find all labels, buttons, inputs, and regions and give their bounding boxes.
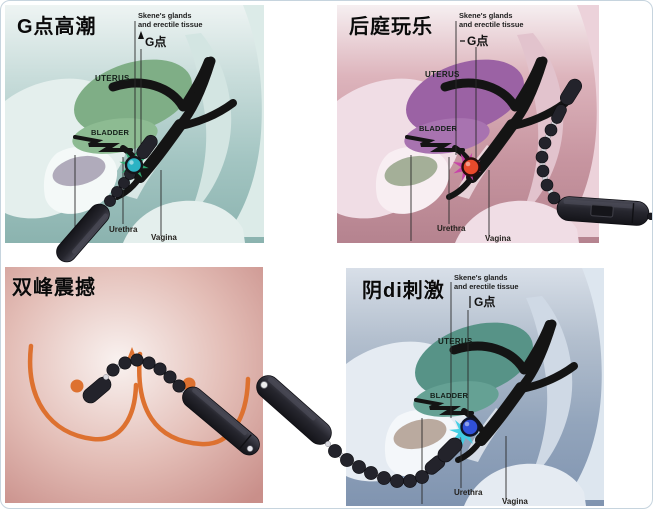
uterus-shape (406, 59, 524, 135)
quadrant-title-clitoral: 阴di刺激 (362, 280, 445, 302)
pelvic-diagram-gspot: Skene's glands and erectile tissue G点 UT… (5, 5, 264, 243)
breast-diagram (5, 267, 263, 503)
back-curve (565, 268, 604, 500)
label-uterus: UTERUS (425, 70, 460, 79)
label-bladder: BLADDER (419, 124, 457, 133)
quadrant-clitoral: Skene's glands and erectile tissue G点 UT… (346, 268, 604, 506)
label-bladder: BLADDER (91, 128, 129, 137)
label-skene-1: Skene's glands (454, 273, 508, 282)
bridge-handle (256, 375, 332, 445)
label-skene-2: and erectile tissue (138, 20, 203, 29)
label-urethra: Urethra (437, 224, 466, 233)
quadrant-title-breast: 双峰震撼 (12, 277, 96, 299)
label-gspot: G点 (145, 34, 166, 49)
arrow-up-icon (138, 31, 144, 39)
label-skene-1: Skene's glands (459, 11, 513, 20)
label-uterus: UTERUS (95, 74, 130, 83)
quadrant-title-gspot: G点高潮 (17, 16, 97, 38)
quadrant-gspot: Skene's glands and erectile tissue G点 UT… (5, 5, 264, 243)
thigh-shape (455, 200, 579, 243)
bladder-fold-line (405, 135, 465, 152)
label-vagina: Vagina (502, 497, 528, 506)
label-urethra: Urethra (109, 225, 138, 234)
label-skene-1: Skene's glands (138, 11, 192, 20)
pubic-bone-shape (52, 155, 106, 187)
vagina-line-shape (475, 382, 527, 446)
pubic-bone-shape (393, 418, 447, 450)
label-uterus: UTERUS (438, 337, 473, 346)
bladder-fold-line (73, 135, 133, 152)
thigh-shape (464, 463, 586, 506)
hip-curve (517, 33, 564, 217)
quadrant-anal: Skene's glands and erectile tissue G点 UT… (337, 5, 599, 243)
uterine-cavity-line (108, 78, 188, 112)
label-gspot: G点 (474, 294, 495, 309)
back-curve (225, 5, 264, 237)
label-gspot: G点 (467, 33, 488, 48)
uterine-cavity-line (449, 341, 529, 375)
quadrant-title-anal: 后庭玩乐 (349, 16, 433, 38)
label-bladder: BLADDER (430, 391, 468, 400)
uterus-shape (415, 322, 533, 398)
pelvic-diagram-clitoral: Skene's glands and erectile tissue G点 UT… (346, 268, 604, 506)
back-curve (560, 5, 599, 237)
uterine-cavity-line (440, 78, 520, 112)
thigh-shape (123, 200, 245, 243)
label-skene-2: and erectile tissue (459, 20, 524, 29)
pelvic-diagram-anal: Skene's glands and erectile tissue G点 UT… (337, 5, 599, 243)
hip-curve (185, 33, 232, 217)
label-vagina: Vagina (485, 234, 511, 243)
uterus-shape (74, 59, 192, 135)
left-nipple-dot (70, 379, 84, 393)
right-nipple-dot (182, 377, 196, 391)
label-vagina: Vagina (151, 233, 177, 242)
bladder-fold-line (414, 398, 474, 415)
quadrant-breast: 双峰震撼 (5, 267, 263, 503)
vagina-line-shape (134, 119, 186, 183)
left-breast-arc (27, 343, 139, 442)
hip-curve (526, 296, 573, 480)
label-urethra: Urethra (454, 488, 483, 497)
label-skene-2: and erectile tissue (454, 282, 519, 291)
